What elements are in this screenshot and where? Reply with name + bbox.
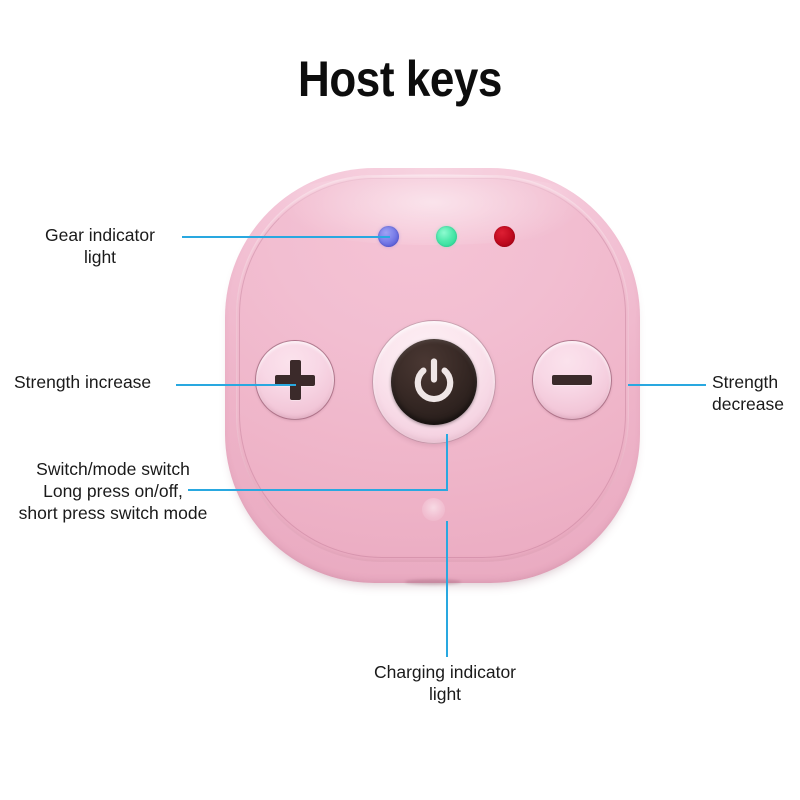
leader-line-charging-indicator [446, 521, 448, 657]
gear-indicator-led-green [436, 226, 457, 247]
device-bottom-seam [404, 579, 461, 585]
plus-icon-vertical [289, 360, 301, 400]
power-icon [414, 358, 454, 403]
page-title: Host keys [298, 51, 502, 107]
minus-icon [552, 375, 592, 385]
leader-line-switch-mode-vertical [446, 434, 448, 491]
leader-line-strength-decrease [628, 384, 706, 386]
leader-line-strength-increase [176, 384, 296, 386]
callout-label-strength-decrease: Strength decrease [712, 372, 784, 415]
host-device [225, 168, 640, 585]
power-button-core [391, 339, 477, 425]
strength-increase-button[interactable] [255, 340, 335, 420]
callout-label-charging-indicator: Charging indicator light [373, 662, 517, 705]
strength-decrease-button[interactable] [532, 340, 612, 420]
callout-label-gear-indicator: Gear indicator light [45, 225, 155, 268]
leader-line-gear-indicator [182, 236, 390, 238]
gear-indicator-led-red [494, 226, 515, 247]
leader-line-switch-mode-horizontal [188, 489, 448, 491]
callout-label-switch-mode: Switch/mode switch Long press on/off, sh… [18, 459, 208, 524]
charging-indicator-light [422, 498, 445, 521]
power-mode-button[interactable] [372, 320, 496, 444]
callout-label-strength-increase: Strength increase [14, 372, 152, 392]
